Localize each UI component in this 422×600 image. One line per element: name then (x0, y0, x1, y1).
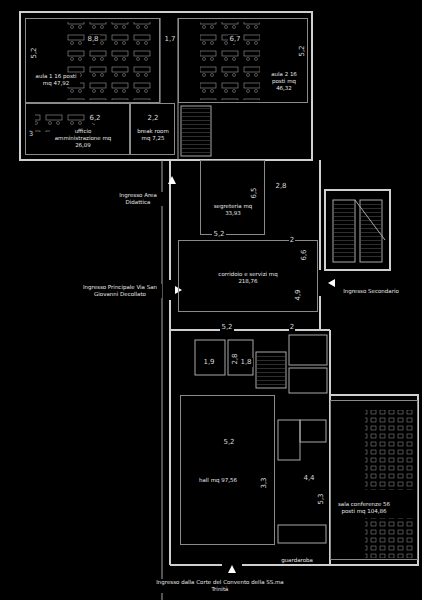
label-box: 4,9 (286, 288, 304, 302)
label-box: 6,6 (292, 248, 310, 262)
room-label: corridoio e servizi mq 218,76 (217, 271, 279, 285)
dimension: 1,8 (239, 358, 252, 367)
label-box: 5,2 (220, 315, 234, 333)
label-box: 5,2 (22, 46, 40, 60)
room-label: aula 1 16 posti mq 47,92 (32, 73, 80, 87)
room-label-box: sala conferenze 56 posti mq 104,86 (336, 499, 392, 517)
label-box: Ingresso dalla Corte del Convento della … (150, 577, 290, 595)
entrance-label: Ingresso Secondario (342, 288, 400, 295)
room-outline: break room mq 7,25 (130, 103, 175, 155)
dimension: 4,4 (302, 474, 315, 483)
room-outline: aula 2 16 posti mq 46,32 (178, 18, 308, 103)
label-box: 2 (288, 315, 296, 333)
room-label-box: aula 2 16 posti mq 46,32 (265, 71, 303, 94)
label-box: 1,7 (163, 27, 177, 45)
dimension: 2,2 (146, 114, 159, 123)
dimension: 2 (289, 323, 295, 332)
dimension: 2 (289, 236, 295, 245)
room-label: segreteria mq 33,93 (208, 203, 258, 217)
dimension: 3 (28, 130, 34, 139)
room-outline: ufficio amministrazione mq 26,09 (25, 103, 130, 155)
label-box: 3,3 (252, 476, 270, 490)
room-outline: sala conferenze 56 posti mq 104,86 (330, 400, 418, 560)
room-label: ufficio amministrazione mq 26,09 (50, 128, 116, 149)
room-outline: aula 1 16 posti mq 47,92 (25, 18, 160, 103)
entrance-label: Ingresso Principale Via San Giovanni Dec… (78, 284, 162, 298)
label-box: 6,7 (228, 27, 242, 45)
room-label-box: corridoio e servizi mq 218,76 (217, 269, 279, 287)
dimension: 5,2 (212, 230, 225, 239)
room-label: sala conferenze 56 posti mq 104,86 (336, 501, 392, 515)
label-box: 5,3 (309, 492, 327, 506)
dimension: 6,5 (250, 186, 259, 199)
entrance-label: guardaroba (280, 557, 314, 564)
label-box: 5,2 (222, 430, 236, 448)
dimension: 5,3 (317, 492, 326, 505)
label-box: 6,2 (88, 106, 102, 124)
dimension: 5,2 (220, 323, 233, 332)
room-label-box: ufficio amministrazione mq 26,09 (50, 128, 116, 151)
dimension: 6,2 (88, 114, 101, 123)
label-box: 5,2 (290, 44, 308, 58)
dimension: 2,8 (274, 182, 287, 191)
dimension: 1,7 (163, 35, 176, 44)
dimension: 5,2 (30, 46, 39, 59)
label-box: Ingresso Secondario (336, 279, 406, 297)
room-label-box: break room mq 7,25 (134, 126, 172, 144)
room-label: hall mq 97,56 (198, 477, 238, 484)
label-box: 6,5 (242, 186, 260, 200)
label-box: 2 (288, 228, 296, 246)
label-box: 4,4 (302, 466, 316, 484)
dimension: 3,3 (260, 476, 269, 489)
label-box: Ingresso Area Didattica (112, 190, 164, 208)
dimension: 1,9 (202, 358, 215, 367)
room-outline: hall mq 97,56 (180, 395, 275, 545)
room-label-box: hall mq 97,56 (195, 468, 241, 486)
dimension: 8,8 (86, 35, 99, 44)
room-label: break room mq 7,25 (134, 128, 172, 142)
dimension: 6,7 (228, 35, 241, 44)
entrance-label: Ingresso dalla Corte del Convento della … (150, 579, 290, 593)
dimension: 5,2 (298, 44, 307, 57)
room-label-box: aula 1 16 posti mq 47,92 (32, 71, 80, 89)
label-box: 2,8 (223, 352, 241, 366)
label-box: 1,8 (239, 350, 253, 368)
label-box: 1,9 (202, 350, 216, 368)
dimension: 6,6 (300, 248, 309, 261)
dimension: 5,2 (222, 438, 235, 447)
entrance-label: Ingresso Area Didattica (112, 192, 164, 206)
label-box: 3 (27, 122, 35, 140)
label-box: Ingresso Principale Via San Giovanni Dec… (78, 282, 162, 300)
label-box: guardaroba (277, 548, 317, 566)
room-label: aula 2 16 posti mq 46,32 (265, 71, 303, 92)
label-box: 2,8 (274, 174, 288, 192)
room-label-box: segreteria mq 33,93 (208, 201, 258, 219)
label-box: 8,8 (86, 27, 100, 45)
dimension: 4,9 (294, 288, 303, 301)
label-box: 5,2 (212, 222, 226, 240)
label-box: 2,2 (146, 106, 160, 124)
